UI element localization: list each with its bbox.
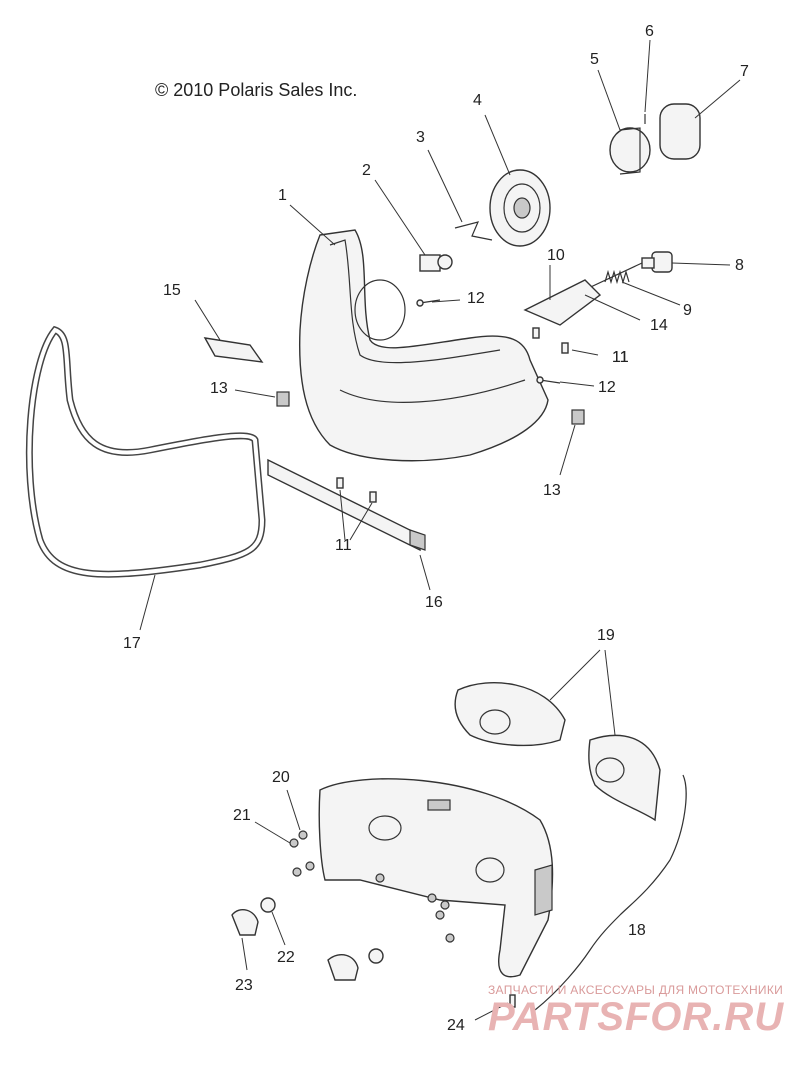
part-2-bulb: [419, 254, 453, 272]
callout-1: 1: [278, 187, 287, 204]
callout-8: 8: [735, 257, 744, 274]
part-22-23-bulbs-sockets: [231, 897, 384, 981]
callout-13a: 13: [210, 380, 228, 397]
part-18-tail-housing: [318, 778, 554, 978]
part-3-spring-clip: [454, 221, 493, 241]
callout-23: 23: [235, 977, 253, 994]
callout-22: 22: [277, 949, 295, 966]
callout-9: 9: [683, 302, 692, 319]
part-24-screw: [509, 994, 516, 1008]
callout-15: 15: [163, 282, 181, 299]
part-10-bracket: [523, 279, 602, 326]
watermark-subtitle: ЗАПЧАСТИ И АКСЕССУАРЫ ДЛЯ МОТОТЕХНИКИ: [488, 983, 784, 997]
part-8-knob: [641, 251, 673, 273]
callout-20: 20: [272, 769, 290, 786]
callout-5: 5: [590, 51, 599, 68]
callout-17: 17: [123, 635, 141, 652]
part-15-pad: [203, 337, 264, 363]
copyright-text: © 2010 Polaris Sales Inc.: [155, 80, 358, 100]
callout-19: 19: [597, 627, 615, 644]
callout-6: 6: [645, 23, 654, 40]
callout-4: 4: [473, 92, 482, 109]
leader-lines: [139, 39, 741, 1021]
callout-11c: 11: [612, 349, 629, 366]
part-17-seal: [25, 325, 266, 578]
callout-11b: 11: [612, 349, 629, 366]
callout-labels: 1 2 3 4 5 6 7 8 9 10 11 11 11 12 12 13 1…: [123, 23, 749, 1034]
callout-18: 18: [628, 922, 646, 939]
callout-3: 3: [416, 129, 425, 146]
callout-21: 21: [233, 807, 251, 824]
part-5-lamp: [609, 127, 651, 175]
callout-2: 2: [362, 162, 371, 179]
part-13-clip-left: [276, 391, 290, 407]
part-13-clip-right: [571, 409, 585, 425]
watermark-brand: PARTSFOR.RU: [488, 995, 785, 1039]
callout-16: 16: [425, 594, 443, 611]
callout-13b: 13: [543, 482, 561, 499]
callout-14: 14: [650, 317, 668, 334]
callout-12b: 12: [598, 379, 616, 396]
part-7-gasket: [659, 103, 701, 160]
callout-10: 10: [547, 247, 565, 264]
callout-7: 7: [740, 63, 749, 80]
part-20-21-hardware: [289, 830, 455, 943]
callout-24: 24: [447, 1017, 465, 1034]
part-1-headlight-housing: [298, 229, 549, 462]
part-16-strip: [267, 458, 426, 552]
part-4-reflector: [489, 169, 551, 247]
callout-11a: 11: [335, 537, 352, 554]
part-12-screws: [416, 299, 561, 384]
part-18-bracket: [534, 774, 687, 1011]
callout-12a: 12: [467, 290, 485, 307]
part-11-pins: [336, 327, 569, 503]
part-19-tail-lights: [454, 681, 661, 822]
